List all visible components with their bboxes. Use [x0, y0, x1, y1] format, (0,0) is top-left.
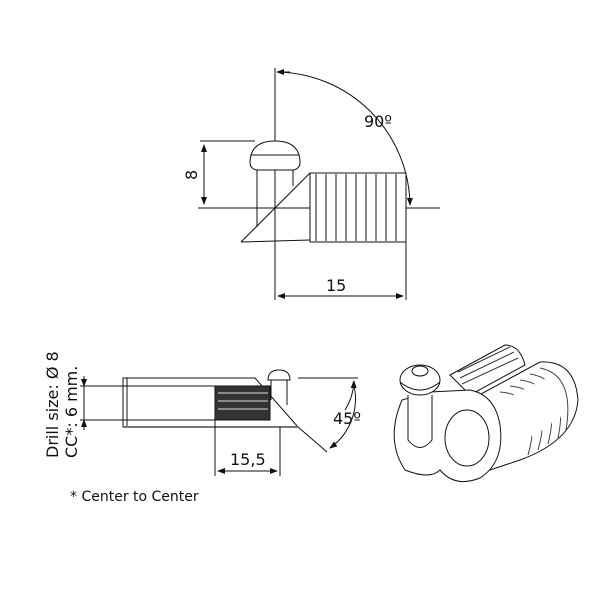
cc-label: CC*: 6 mm.: [62, 366, 81, 458]
length-15-label: 15: [326, 276, 346, 295]
height-8-label: 8: [182, 170, 201, 180]
isometric-view: [393, 344, 579, 483]
side-view: [80, 369, 358, 476]
thread-lines: [315, 174, 397, 241]
top-view: [198, 68, 440, 300]
drill-size-label: Drill size: Ø 8: [43, 351, 62, 458]
angle-45-label: 45º: [333, 409, 361, 428]
angle-90-label: 90º: [364, 112, 392, 131]
footnote: * Center to Center: [70, 489, 199, 505]
depth-15-5-label: 15,5: [230, 450, 266, 469]
